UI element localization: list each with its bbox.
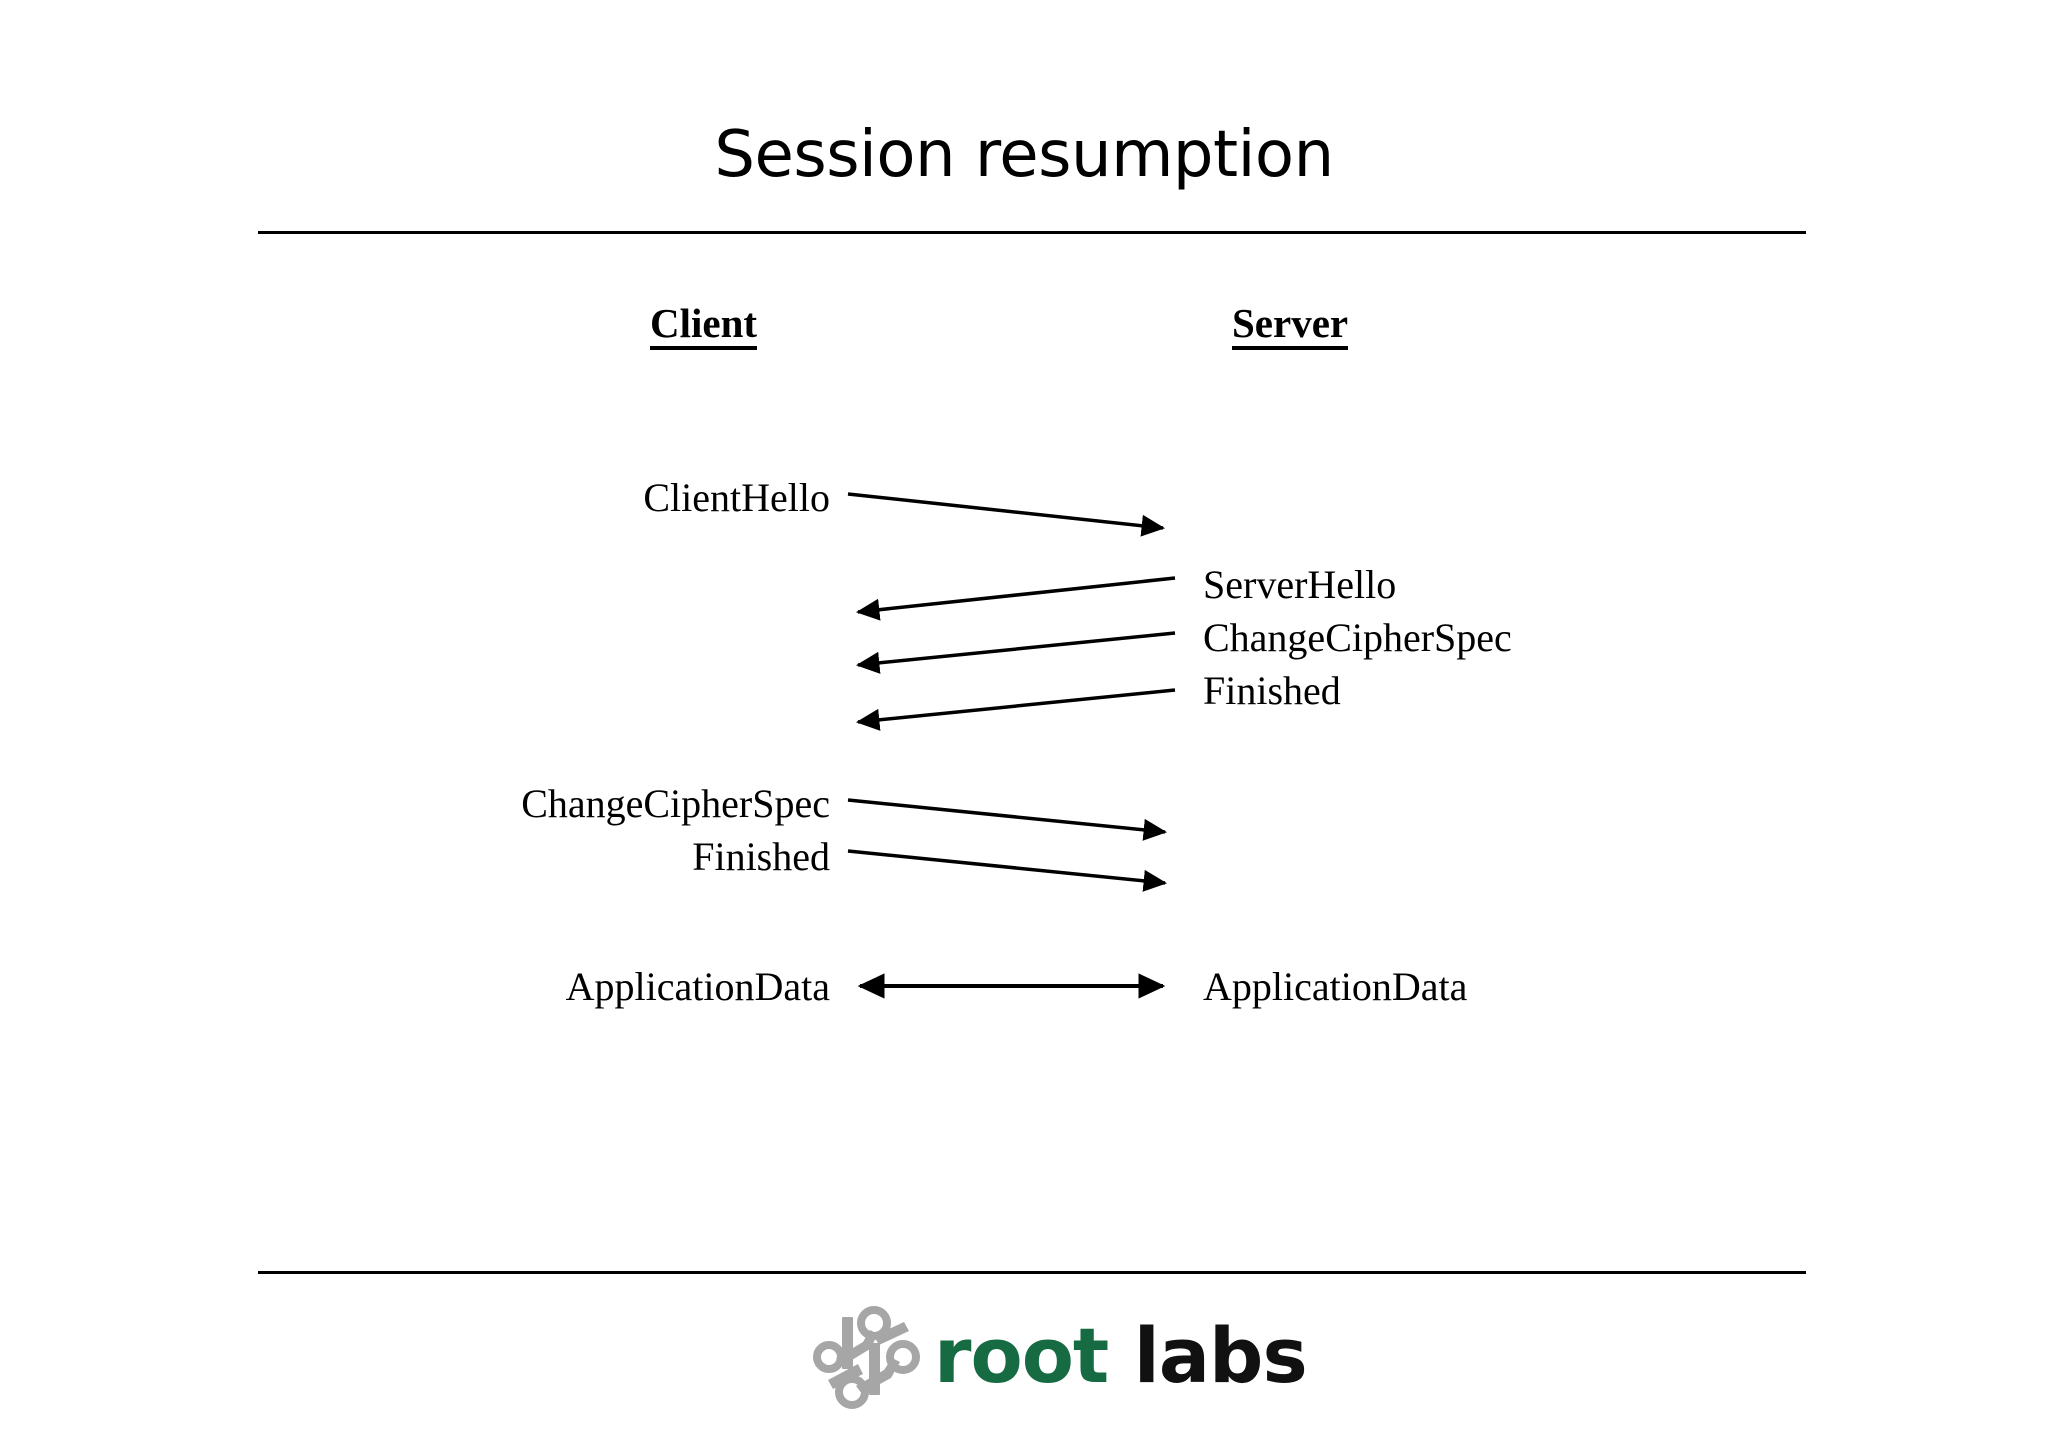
logo-word-root: root	[934, 1311, 1109, 1400]
message-label-client-change-cipher-spec: ChangeCipherSpec	[521, 781, 830, 826]
message-label-server-change-cipher-spec: ChangeCipherSpec	[1203, 615, 1512, 660]
arrow-client-finished	[847, 849, 1168, 892]
arrow-server-change-cipher-spec	[855, 631, 1176, 674]
arrow-server-hello	[855, 576, 1176, 621]
message-label-client-finished: Finished	[692, 834, 830, 879]
message-label-application-data-server: ApplicationData	[1203, 964, 1468, 1009]
page-title: Session resumption	[714, 118, 1334, 192]
message-label-server-hello: ServerHello	[1203, 562, 1397, 607]
footer-divider	[258, 1271, 1806, 1274]
column-header-server: Server	[1232, 303, 1349, 350]
message-label-application-data-client: ApplicationData	[565, 964, 830, 1009]
logo-word-labs: labs	[1133, 1311, 1308, 1400]
message-label-server-finished: Finished	[1203, 668, 1341, 713]
header-divider	[258, 231, 1806, 234]
root-labs-logo: root labs	[812, 1300, 1308, 1415]
message-label-client-hello: ClientHello	[643, 475, 830, 520]
circuit-trace-mark-icon	[813, 1306, 920, 1409]
column-header-client: Client	[650, 303, 758, 350]
arrow-client-change-cipher-spec	[847, 798, 1168, 841]
arrow-client-hello	[847, 492, 1166, 537]
arrow-server-finished	[855, 688, 1176, 731]
